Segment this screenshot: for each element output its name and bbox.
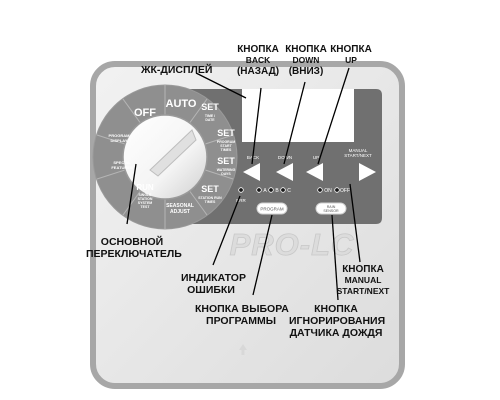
dial-set-start-sub3: TIMES (221, 148, 232, 152)
up-callout-line2: UP (345, 55, 357, 65)
dial-set-days-label: SET (217, 156, 235, 166)
dial-set-runtimes-sub: STATION RUN (198, 196, 222, 200)
dial-set-start-sub2: START (220, 144, 232, 148)
rain-callout-line2: ИГНОРИРОВАНИЯ (289, 315, 386, 327)
error-callout-line2: ОШИБКИ (187, 284, 235, 296)
dial-set-time-sub2: DATE (205, 118, 215, 122)
leader-lines (126, 67, 361, 301)
rain-on-label: ON (324, 188, 332, 194)
dial-set-time-label: SET (201, 102, 219, 112)
program-b-led (268, 187, 274, 193)
up-button-label: UP (313, 155, 319, 160)
back-callout: КНОПКА BACK (НАЗАД) (232, 44, 284, 77)
dial-set-days-sub: WATERING (217, 168, 236, 172)
error-led-label: ERR (236, 198, 246, 203)
dial-callout-line2: ПЕРЕКЛЮЧАТЕЛЬ (86, 248, 182, 260)
program-callout-line2: ПРОГРАММЫ (206, 315, 276, 327)
dial-off-label: OFF (134, 107, 156, 119)
manual-start-next-button[interactable] (359, 163, 376, 181)
dial-auto-label: AUTO (166, 98, 197, 110)
dial-set-runtimes-sub2: TIMES (205, 200, 216, 204)
dial-pointer (149, 129, 197, 177)
dial-set-start-sub: PROGRAM (217, 140, 235, 144)
manual-button-sublabel: START/NEXT (344, 153, 372, 158)
manual-callout-line3: START/NEXT (336, 286, 390, 296)
brand-logo: PRO-LC (230, 227, 355, 262)
dial-special-sub: FEATURES (111, 165, 133, 170)
down-button[interactable] (276, 163, 293, 181)
program-b-label: B (275, 188, 279, 194)
back-callout-line2: BACK (245, 55, 271, 65)
lcd-display (242, 89, 354, 142)
dial-callout-line1: ОСНОВНОЙ (100, 236, 164, 248)
program-button[interactable] (256, 202, 288, 215)
manual-callout-line1: КНОПКА (342, 264, 384, 275)
bottom-marker-stem (241, 350, 245, 355)
rain-callout: КНОПКА ИГНОРИРОВАНИЯ ДАТЧИКА ДОЖДЯ (289, 303, 386, 339)
back-button[interactable] (243, 163, 260, 181)
program-callout-line1: КНОПКА ВЫБОРА (195, 303, 289, 315)
dial-review-label: PROGRAM (109, 133, 131, 138)
rain-on-led (317, 187, 323, 193)
dial-seasonal-label: SEASONAL (166, 203, 194, 209)
rain-callout-line1: КНОПКА (314, 303, 358, 315)
program-a-label: A (263, 188, 267, 194)
manual-callout: КНОПКА MANUAL START/NEXT (334, 264, 392, 297)
dial-set-days-sub2: DAYS (221, 172, 231, 176)
rain-callout-line3: ДАТЧИКА ДОЖДЯ (289, 327, 383, 339)
program-button-label: PROGRAM (260, 207, 284, 212)
error-callout-line1: ИНДИКАТОР (181, 272, 246, 284)
down-callout-line2: DOWN (292, 55, 320, 65)
program-c-led (280, 187, 286, 193)
manual-button-label: MANUAL (349, 148, 368, 153)
lcd-callout: ЖК-ДИСПЛЕЙ (141, 65, 212, 76)
dial-callout: ОСНОВНОЙ ПЕРЕКЛЮЧАТЕЛЬ (86, 236, 182, 260)
dial-set-start-label: SET (217, 128, 235, 138)
back-callout-line3: (НАЗАД) (236, 66, 280, 77)
back-callout-line1: КНОПКА (237, 44, 279, 55)
rain-sensor-button-sublabel: SENSOR (323, 209, 339, 213)
error-callout: ИНДИКАТОР ОШИБКИ (181, 272, 246, 296)
dial-set-runtimes-label: SET (201, 184, 219, 194)
dial-review-sub: DISPLAY (111, 138, 128, 143)
dial-run-sub4: TEST (141, 205, 151, 209)
dial-run-sub1: SINGLE (138, 193, 152, 197)
bottom-marker-icon (239, 344, 247, 350)
down-callout-line3: (ВНИЗ) (288, 66, 324, 77)
program-c-label: C (287, 188, 291, 194)
program-a-led (256, 187, 262, 193)
dial-special-label: SPECIAL (113, 160, 131, 165)
down-callout: КНОПКА DOWN (ВНИЗ) (281, 44, 331, 77)
down-callout-line1: КНОПКА (285, 44, 327, 55)
up-callout-line1: КНОПКА (330, 44, 372, 55)
dial-seasonal-sub: ADJUST (170, 209, 190, 215)
rain-off-label: OFF (340, 188, 350, 194)
rain-off-led (334, 187, 340, 193)
lcd-callout-text: ЖК-ДИСПЛЕЙ (141, 64, 213, 76)
rain-sensor-button[interactable] (315, 202, 347, 215)
dial-set-time-sub: TIME / (205, 114, 215, 118)
dial-run-sub3: SYSTEM (138, 201, 152, 205)
up-button[interactable] (306, 163, 323, 181)
up-callout: КНОПКА UP (330, 44, 372, 66)
rain-sensor-button-label: RAIN (327, 205, 336, 209)
dial-run-label: RUN (136, 183, 154, 192)
error-led (238, 187, 244, 193)
dial-run-sub2: STATION (138, 197, 153, 201)
manual-callout-line2: MANUAL (344, 275, 382, 285)
program-callout: КНОПКА ВЫБОРА ПРОГРАММЫ (195, 303, 289, 327)
